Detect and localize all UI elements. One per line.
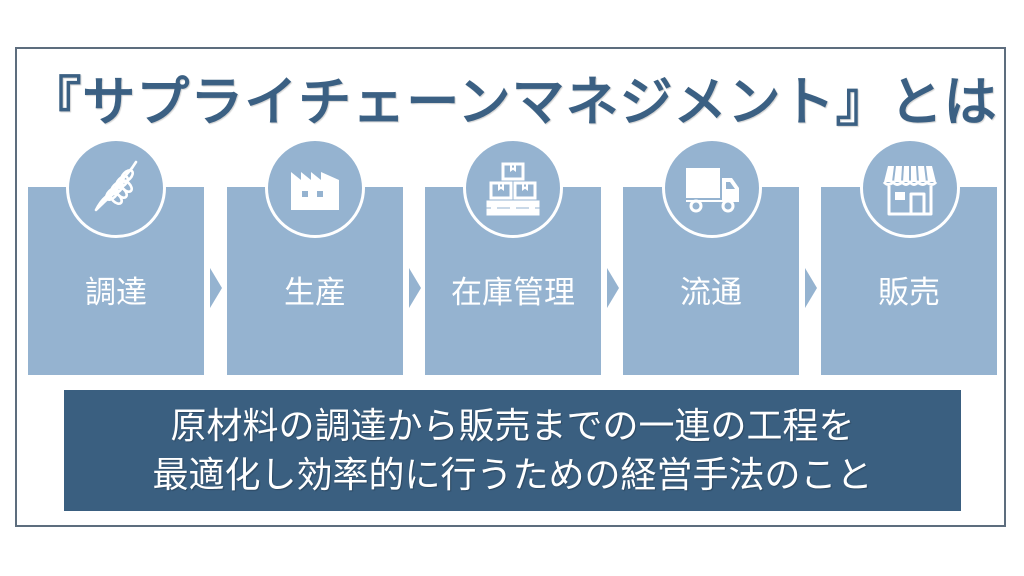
definition-line-1: 原材料の調達から販売までの一連の工程を [170, 405, 855, 447]
step-label: 流通 [680, 275, 742, 311]
wheat-icon [66, 138, 166, 238]
stacked-boxes-icon [463, 138, 563, 238]
step-label: 在庫管理 [451, 275, 575, 311]
arrow-right-icon [607, 268, 619, 308]
step-label: 調達 [85, 275, 147, 311]
arrow-right-icon [210, 268, 222, 308]
arrow-right-icon [805, 268, 817, 308]
factory-icon [265, 138, 365, 238]
definition-box: 原材料の調達から販売までの一連の工程を 最適化し効率的に行うための経営手法のこと [64, 390, 961, 511]
step-label: 生産 [284, 275, 346, 311]
arrow-right-icon [409, 268, 421, 308]
definition-line-2: 最適化し効率的に行うための経営手法のこと [152, 454, 873, 496]
storefront-icon [860, 138, 960, 238]
truck-icon [662, 138, 762, 238]
step-label: 販売 [878, 275, 940, 311]
page-title: 『サプライチェーンマネジメント』とは [28, 72, 998, 133]
